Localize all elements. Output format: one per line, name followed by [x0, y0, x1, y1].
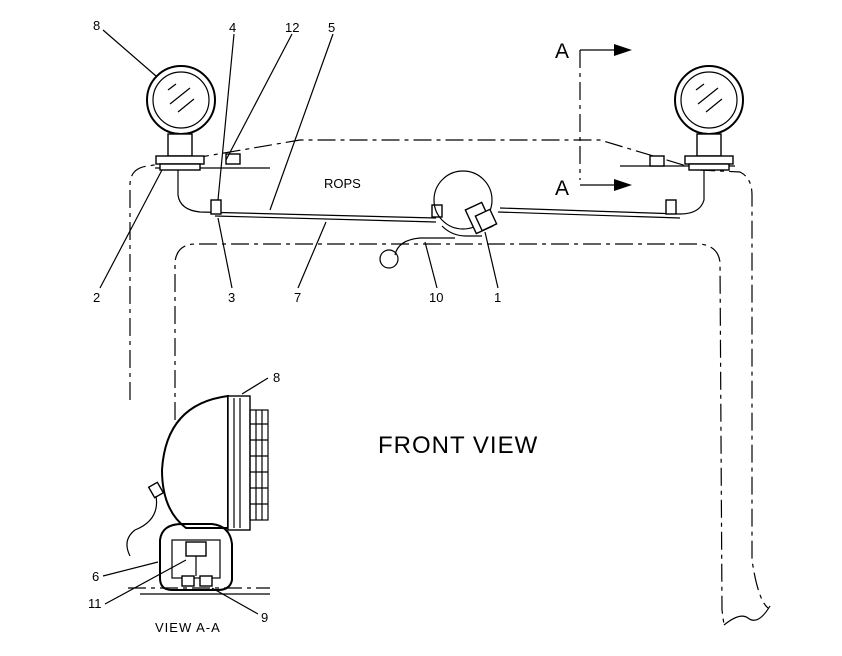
- rops-inner-frame: [174, 243, 725, 626]
- section-letter-bottom: A: [555, 177, 569, 200]
- clip-center: [431, 204, 443, 218]
- callout-7: 7: [294, 290, 301, 305]
- callout-8-top: 8: [93, 18, 100, 33]
- right-lamp: [674, 65, 744, 171]
- callout-10: 10: [429, 290, 443, 305]
- clip-right: [665, 199, 677, 215]
- callout-12: 12: [285, 20, 299, 35]
- section-arrows: [579, 44, 632, 191]
- rops-label: ROPS: [324, 176, 361, 191]
- callout-11: 11: [88, 596, 102, 611]
- pigtail-lead: [394, 237, 455, 256]
- callout-4: 4: [229, 20, 236, 35]
- left-lamp: [146, 65, 216, 171]
- callout-5: 5: [328, 20, 335, 35]
- leader-lines: [99, 29, 499, 615]
- callout-8-detail: 8: [273, 370, 280, 385]
- view-aa-detail: [126, 394, 270, 595]
- section-letter-top: A: [555, 40, 569, 63]
- callout-9: 9: [261, 610, 268, 625]
- callout-2: 2: [93, 290, 100, 305]
- left-harness: [177, 170, 437, 219]
- right-bracket: [649, 155, 665, 167]
- callout-6: 6: [92, 569, 99, 584]
- view-aa-label: VIEW A-A: [155, 620, 221, 635]
- pigtail-end: [379, 249, 399, 269]
- central-connector: [433, 170, 498, 237]
- callout-3: 3: [228, 290, 235, 305]
- front-view-label: FRONT VIEW: [378, 432, 538, 459]
- clip-left: [210, 199, 222, 215]
- rops-bottom-break: [723, 605, 771, 626]
- left-harness-2: [214, 215, 437, 223]
- right-harness-2: [497, 211, 681, 219]
- right-harness: [499, 170, 705, 215]
- callout-1: 1: [494, 290, 501, 305]
- rops-outer-frame: [129, 139, 769, 609]
